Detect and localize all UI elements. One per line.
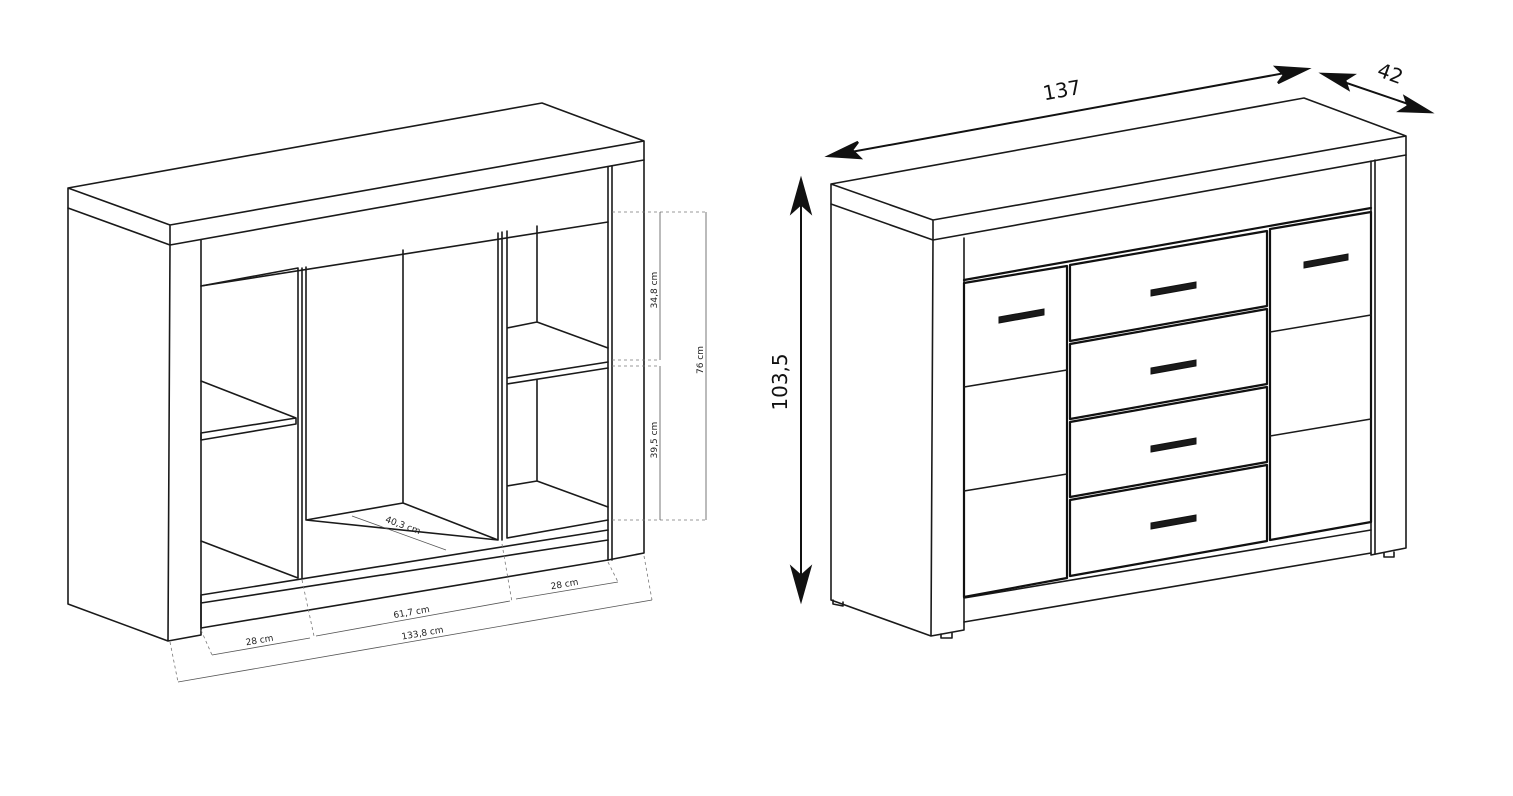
dim-total-width-line [177,599,653,683]
drawer-3 [1068,385,1269,499]
dim-width-extensions [169,543,653,683]
drawer-3-handle [1150,437,1197,453]
right-side-panel [607,159,645,561]
dim-extension-lines [612,211,706,521]
label-lower-compartment-height: 39,5 cm [650,422,660,459]
drawer-4-handle [1150,514,1197,530]
right-door-panels [1269,314,1372,437]
dim-middle-width-line [315,600,511,637]
height-arrow-bottom-icon [789,564,813,605]
depth-arrow-right-icon [1396,94,1435,114]
width-arrow-right-icon [1272,65,1312,85]
label-overall-depth: 42 [1374,58,1406,89]
drawer-2-handle [1150,359,1197,375]
label-inner-height: 76 cm [696,346,706,374]
sideboard-left-side [830,203,965,637]
right-door-handle [1303,253,1349,269]
drawer-2 [1068,307,1269,421]
dim-right-width-line [515,581,619,600]
left-door-panels [963,369,1068,492]
dim-inner-depth-line [351,515,447,551]
drawer-1-handle [1150,281,1197,297]
middle-compartment [301,232,499,579]
right-sideboard-drawing: 137 42 103,5 [768,58,1435,639]
back-top-edge [200,221,609,287]
label-right-compartment-width: 28 cm [550,578,579,593]
width-arrow-left-icon [824,140,864,160]
label-left-compartment-width: 28 cm [245,634,274,649]
left-carcass-drawing: 34,8 cm 39,5 cm 76 cm 40,3 cm 28 cm 61,7… [67,102,707,683]
left-door [962,264,1069,599]
label-overall-width: 137 [1041,75,1083,105]
label-overall-height: 103,5 [768,353,792,410]
sideboard-plinth [963,529,1372,623]
dim-left-width-line [211,637,311,656]
overall-width-dimension [824,65,1312,160]
drawer-4 [1068,463,1269,578]
label-inner-depth: 40,3 cm [384,515,422,537]
left-compartment [200,267,299,579]
sideboard-top-rail [962,206,1373,282]
overall-depth-dimension [1318,72,1435,114]
sideboard-feet [832,551,1395,639]
drawer-1 [1068,229,1269,343]
bottom-plinth [200,529,609,629]
sideboard-right-side [1370,154,1407,556]
left-top-board [67,102,645,246]
overall-height-dimension [789,175,813,605]
left-side-panel [67,207,202,642]
left-door-handle [998,308,1045,324]
label-upper-compartment-height: 34,8 cm [650,272,660,309]
sideboard-top-board [830,97,1407,241]
height-arrow-top-icon [789,175,813,216]
depth-arrow-left-icon [1318,72,1357,92]
right-compartment [501,225,609,541]
